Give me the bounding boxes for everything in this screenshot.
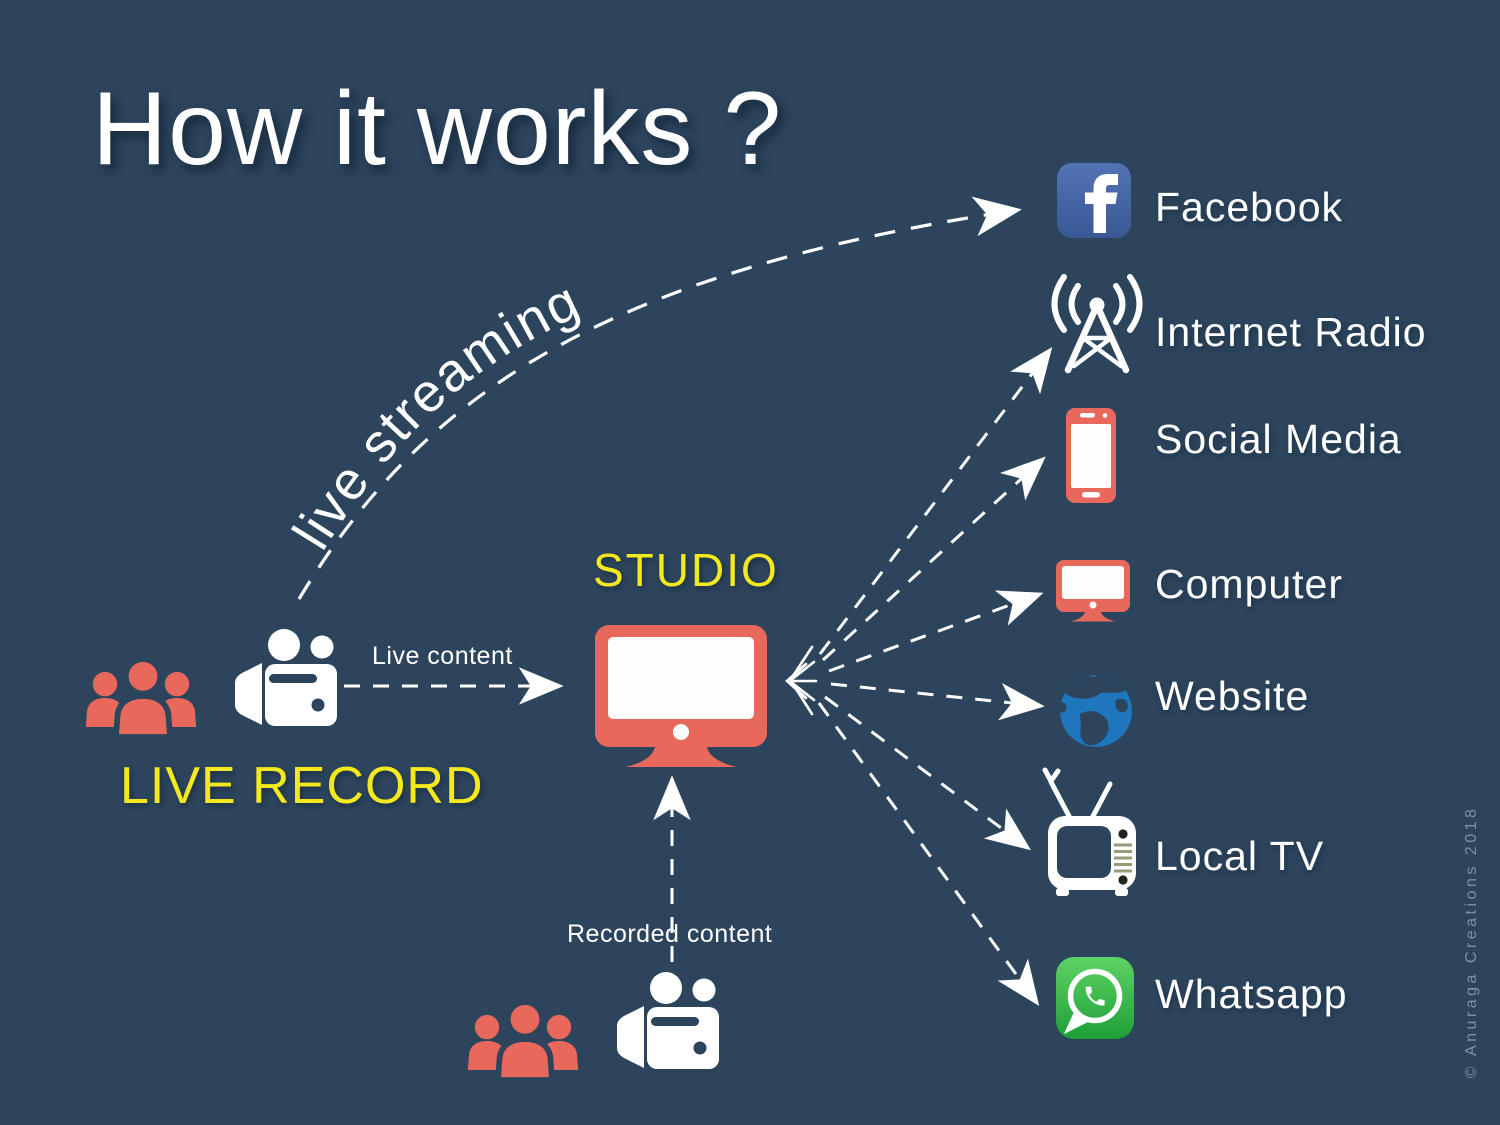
arrow-website bbox=[830, 682, 1045, 721]
arrow-computer bbox=[828, 590, 1044, 673]
live-record-crew bbox=[86, 629, 337, 737]
page-title: How it works ? bbox=[92, 71, 783, 187]
arrow-social-media bbox=[821, 456, 1046, 662]
internet-radio-antenna-icon bbox=[1051, 274, 1143, 374]
recorded-content-label: Recorded content bbox=[567, 920, 773, 948]
destination-label-website: Website bbox=[1155, 673, 1310, 719]
destination-label-internet-radio: Internet Radio bbox=[1155, 309, 1427, 355]
live-record-label: LIVE RECORD bbox=[120, 757, 484, 815]
studio-label: STUDIO bbox=[593, 544, 779, 596]
destination-label-whatsapp: Whatsapp bbox=[1155, 971, 1348, 1017]
smartphone-icon bbox=[1066, 408, 1116, 503]
tv-icon bbox=[1042, 767, 1136, 896]
copyright-watermark: © Anuraga Creations 2018 bbox=[1463, 805, 1480, 1079]
arrow-whatsapp bbox=[817, 702, 1040, 1007]
recorded-content-crew bbox=[468, 972, 719, 1080]
live-streaming-arc bbox=[297, 196, 1022, 600]
globe-icon bbox=[1060, 675, 1132, 747]
live-streaming-text: live streaming bbox=[281, 270, 589, 559]
computer-monitor-icon bbox=[1056, 560, 1130, 622]
destination-label-facebook: Facebook bbox=[1155, 184, 1344, 230]
destination-label-local-tv: Local TV bbox=[1155, 833, 1325, 879]
arrow-internet-radio bbox=[818, 347, 1053, 655]
live-content-label: Live content bbox=[372, 642, 513, 670]
studio-output-arrows bbox=[785, 347, 1053, 1007]
studio-monitor-icon bbox=[595, 625, 767, 767]
fan-origin-chevrons bbox=[785, 645, 818, 716]
arrow-local-tv bbox=[824, 695, 1032, 851]
whatsapp-icon bbox=[1056, 957, 1134, 1039]
destination-label-social-media: Social Media bbox=[1155, 416, 1402, 462]
facebook-icon bbox=[1057, 163, 1131, 238]
destination-label-computer: Computer bbox=[1155, 561, 1344, 607]
